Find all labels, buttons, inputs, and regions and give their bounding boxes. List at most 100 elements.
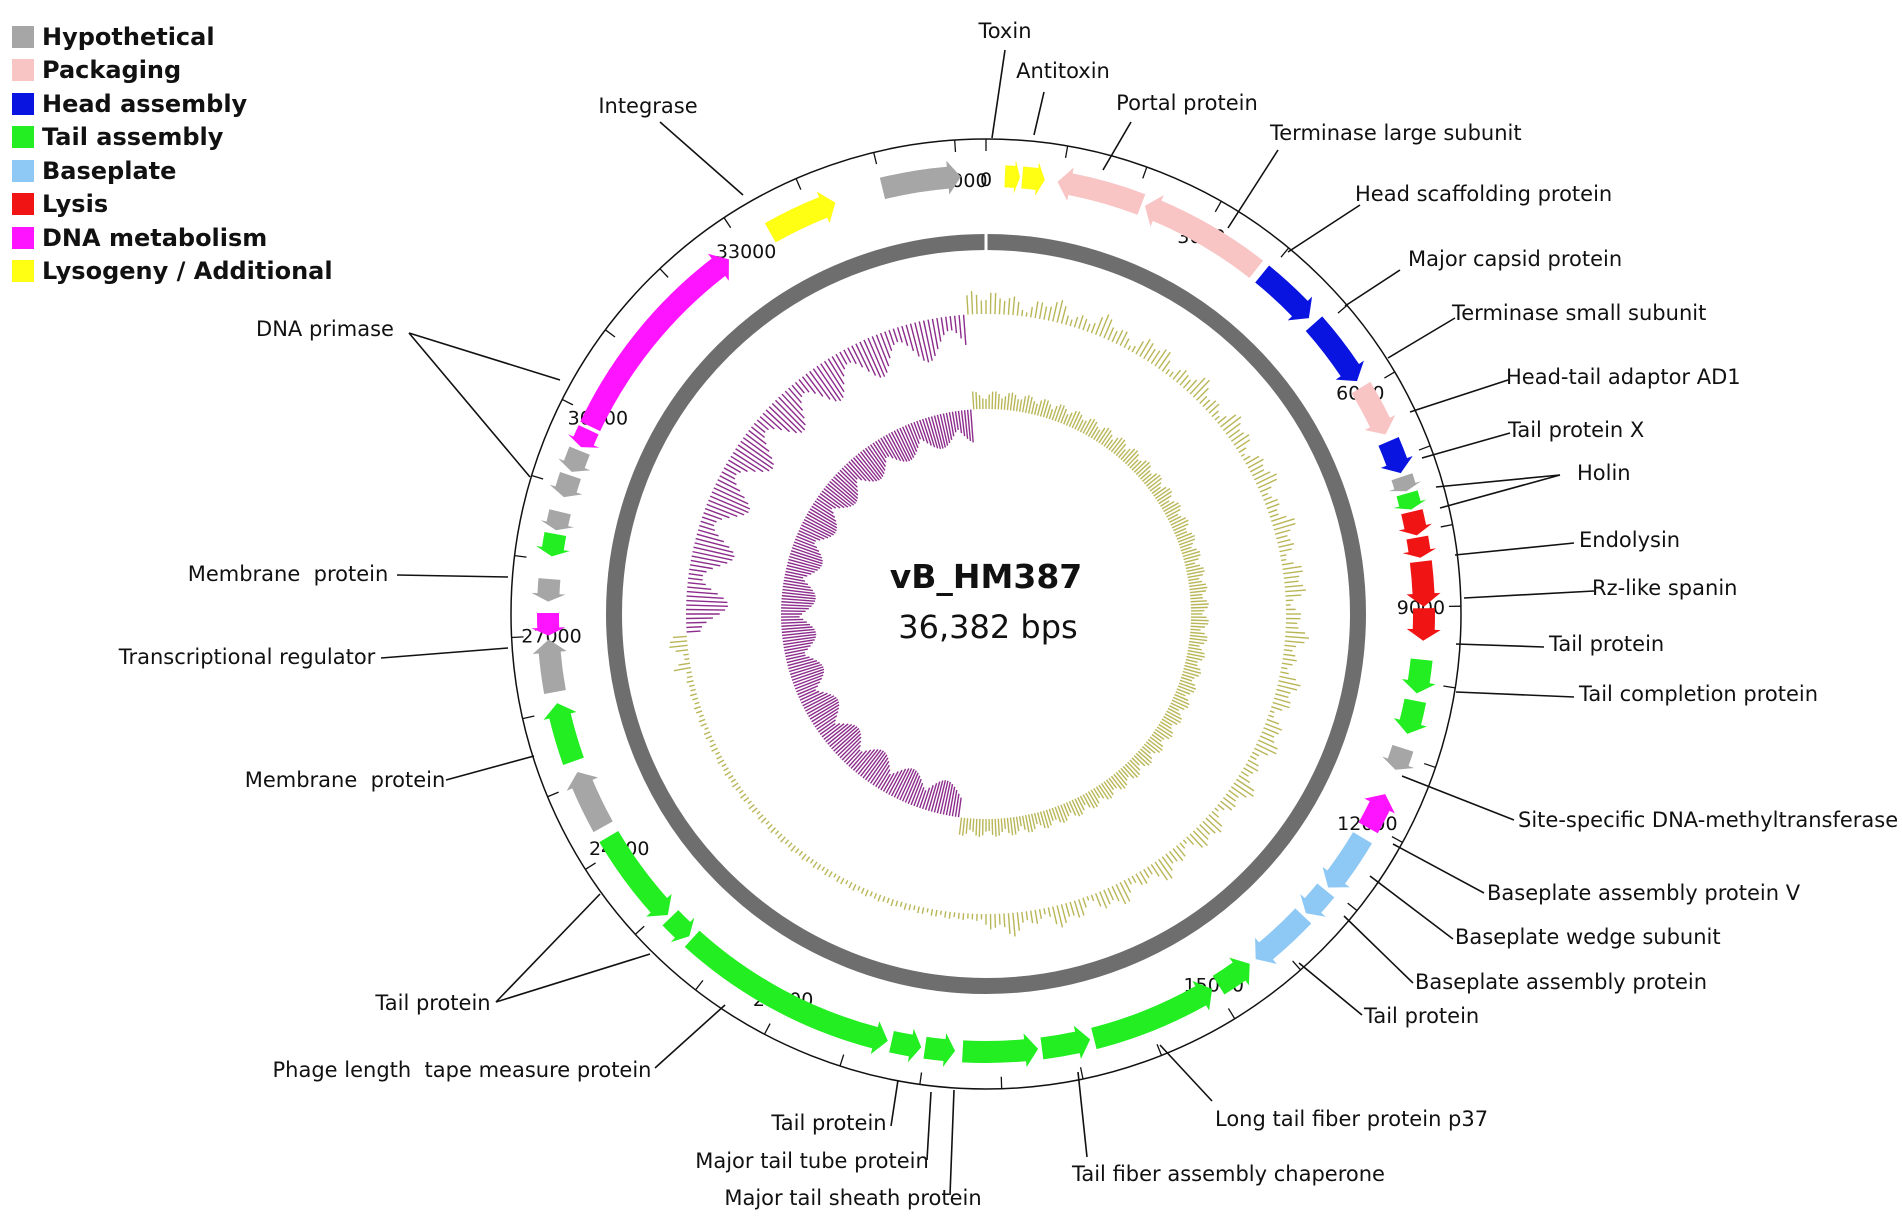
leader-line xyxy=(926,1091,932,1161)
gc-bar xyxy=(823,360,845,393)
gc-bar xyxy=(751,426,766,438)
gc-bar xyxy=(770,827,776,834)
gc-bar xyxy=(960,410,966,437)
gc-bar xyxy=(1279,548,1292,553)
gc-bar xyxy=(958,315,962,339)
gc-bar xyxy=(1000,818,1004,833)
gc-bar xyxy=(781,618,804,621)
gc-bar xyxy=(814,711,839,728)
gene-label: Site-specific DNA-methyltransferase xyxy=(1518,808,1898,832)
gc-bar xyxy=(1147,738,1163,751)
gc-bar xyxy=(1275,529,1291,535)
gc-bar xyxy=(796,535,815,545)
gc-bar xyxy=(1282,658,1297,662)
gc-bar xyxy=(673,666,691,672)
gene-label: Antitoxin xyxy=(1016,59,1110,83)
gc-bar xyxy=(882,772,895,792)
gc-bar xyxy=(697,529,719,537)
gc-bar xyxy=(1265,722,1283,731)
gc-bar xyxy=(762,412,783,431)
gc-bar xyxy=(1284,644,1297,648)
gene-arrow xyxy=(1305,316,1364,382)
gc-bar xyxy=(1003,913,1006,928)
gc-bar xyxy=(1113,439,1126,455)
gc-bar xyxy=(1110,775,1123,790)
gc-bar xyxy=(709,495,749,514)
gc-bar xyxy=(1103,781,1114,796)
gc-bar xyxy=(1189,637,1208,642)
gene-arrow xyxy=(662,910,695,943)
gc-bar xyxy=(905,324,915,352)
gc-bar xyxy=(1078,899,1085,916)
gc-bar xyxy=(728,459,748,473)
gene-arrow xyxy=(1004,159,1021,194)
gc-bar xyxy=(721,471,736,480)
gc-bar xyxy=(957,912,960,919)
gc-bar xyxy=(1196,827,1209,840)
leader-line xyxy=(445,755,535,781)
gc-bar xyxy=(1190,628,1201,631)
gc-bar xyxy=(921,907,925,914)
tick-mark xyxy=(531,474,544,480)
gc-bar xyxy=(1012,912,1016,937)
gc-bar xyxy=(869,757,889,784)
gc-bar xyxy=(933,780,944,813)
gc-bar xyxy=(1127,345,1132,351)
gc-bar xyxy=(716,755,723,760)
gc-bar xyxy=(1254,471,1271,481)
gc-bar xyxy=(735,786,742,791)
gc-bar xyxy=(1174,527,1187,535)
gc-bar xyxy=(1184,664,1201,671)
gc-bar xyxy=(1164,504,1181,515)
gc-bar xyxy=(1137,750,1152,764)
gc-bar xyxy=(703,512,723,521)
gc-bar xyxy=(1190,625,1205,628)
gc-bar xyxy=(783,642,814,649)
gc-bar xyxy=(1238,774,1251,784)
gc-bar xyxy=(686,671,692,674)
gc-bar xyxy=(857,748,879,775)
gc-bar xyxy=(1090,426,1099,439)
gc-bar xyxy=(811,505,837,522)
gc-bar xyxy=(913,782,924,807)
gc-bar xyxy=(1277,684,1298,691)
gene-arrow xyxy=(531,612,566,636)
gc-bar xyxy=(867,337,886,377)
gc-bar xyxy=(748,803,755,810)
gc-bar xyxy=(1071,411,1081,429)
genome-name: vB_HM387 xyxy=(890,557,1083,596)
gc-bar xyxy=(888,329,895,346)
gc-bar xyxy=(794,381,805,394)
gc-bar xyxy=(747,800,752,805)
gc-bar xyxy=(1012,817,1017,835)
gc-bar xyxy=(1214,415,1220,421)
gc-bar xyxy=(1190,606,1208,609)
gc-bar xyxy=(1151,733,1162,743)
gc-bar xyxy=(848,461,867,482)
gc-bar xyxy=(975,391,978,410)
gc-bar xyxy=(1074,798,1084,815)
gc-bar xyxy=(888,769,903,795)
gc-bar xyxy=(688,684,695,688)
leader-line xyxy=(1287,204,1361,253)
gc-bar xyxy=(1154,349,1167,367)
gc-bar xyxy=(1143,473,1158,485)
gc-bar xyxy=(1168,371,1174,378)
gc-bar xyxy=(1030,813,1036,830)
gc-bar xyxy=(788,387,803,404)
tick-mark xyxy=(1443,685,1456,689)
gc-bar xyxy=(935,909,938,917)
gc-bar xyxy=(877,769,891,789)
gc-bar xyxy=(1283,570,1303,575)
gc-bar xyxy=(895,900,899,907)
tick-mark xyxy=(1156,1044,1163,1056)
gc-bar xyxy=(1268,714,1274,718)
gene-arrow xyxy=(543,703,584,766)
gc-bar xyxy=(831,726,858,750)
gc-bar xyxy=(732,451,764,473)
gc-bar xyxy=(799,527,825,540)
gc-bar xyxy=(1042,400,1050,418)
gc-bar xyxy=(1192,379,1210,398)
gc-bar xyxy=(800,691,824,704)
gc-bar xyxy=(1034,909,1039,924)
